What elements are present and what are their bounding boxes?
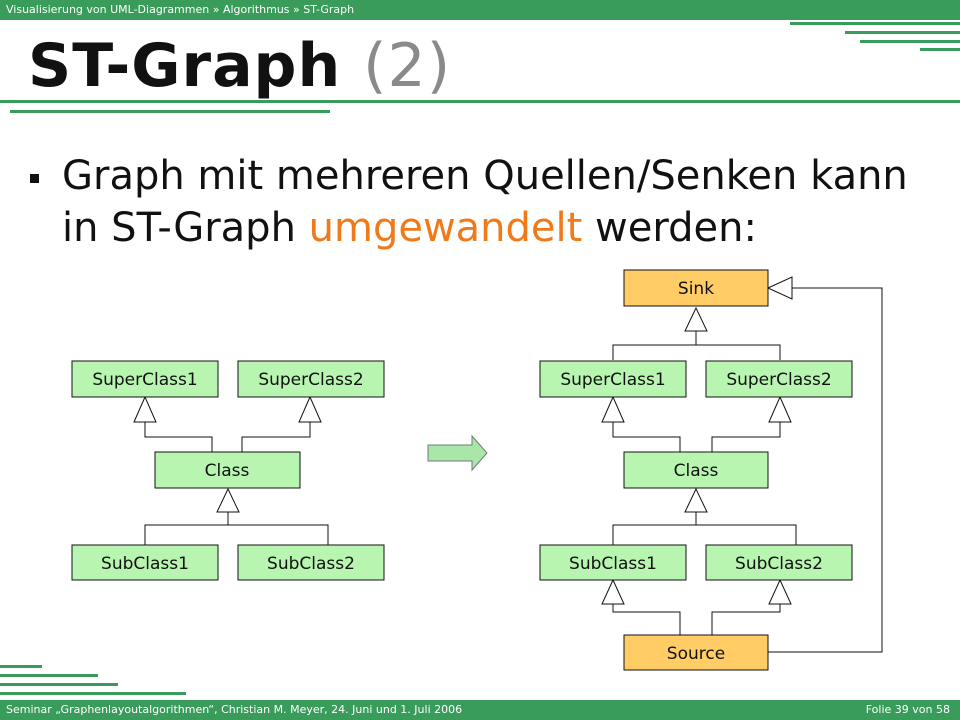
inheritance-line bbox=[144, 422, 213, 452]
page-title: ST-Graph (2) bbox=[28, 26, 451, 106]
inheritance-line bbox=[711, 604, 781, 635]
breadcrumb: Visualisierung von UML-Diagrammen » Algo… bbox=[6, 3, 355, 16]
subclass1-box bbox=[539, 544, 687, 581]
inheritance-arrow bbox=[768, 578, 792, 605]
inheritance-line bbox=[612, 604, 681, 635]
inheritance-arrow bbox=[298, 395, 322, 423]
superclass2-label: SuperClass2 bbox=[726, 370, 831, 390]
inheritance-arrow bbox=[766, 276, 793, 300]
superclass1-label: SuperClass1 bbox=[560, 370, 665, 390]
inheritance-line bbox=[612, 344, 781, 360]
subclass1-label: SubClass1 bbox=[101, 554, 189, 574]
inheritance-arrow bbox=[684, 487, 708, 513]
superclass1-label: SuperClass1 bbox=[92, 370, 197, 390]
superclass1-box bbox=[539, 360, 687, 398]
deco-line bbox=[920, 48, 960, 51]
sink-box bbox=[623, 269, 769, 307]
footer-bar: Seminar „Graphenlayoutalgorithmen“, Chri… bbox=[0, 700, 960, 720]
superclass2-box bbox=[237, 360, 385, 398]
class-box bbox=[623, 451, 769, 489]
inheritance-line bbox=[241, 422, 311, 452]
class-label: Class bbox=[205, 461, 250, 481]
subclass1-label: SubClass1 bbox=[569, 554, 657, 574]
class-label: Class bbox=[674, 461, 719, 481]
source-box bbox=[623, 634, 769, 671]
deco-line bbox=[860, 40, 960, 43]
inheritance-arrow bbox=[133, 395, 157, 423]
inheritance-line bbox=[612, 524, 797, 545]
superclass1-box bbox=[71, 360, 219, 398]
subclass1-box bbox=[71, 544, 219, 581]
sink-label: Sink bbox=[678, 279, 714, 299]
inheritance-arrow bbox=[684, 306, 708, 332]
transform-arrow-icon bbox=[427, 434, 488, 472]
title-underline bbox=[0, 100, 960, 103]
inheritance-arrow bbox=[601, 578, 625, 605]
superclass2-box bbox=[705, 360, 853, 398]
inheritance-arrow bbox=[216, 487, 240, 513]
deco-line bbox=[0, 692, 186, 695]
deco-line bbox=[10, 110, 330, 113]
title-main: ST-Graph bbox=[28, 31, 342, 101]
deco-line bbox=[0, 674, 98, 677]
bullet-text-after: werden: bbox=[582, 205, 757, 251]
inheritance-line bbox=[612, 422, 681, 452]
inheritance-line bbox=[768, 287, 883, 653]
subclass2-box bbox=[237, 544, 385, 581]
bullet-text-before: Graph mit mehreren Quellen/Senken kann i… bbox=[62, 153, 908, 251]
inheritance-arrow bbox=[768, 395, 792, 423]
bullet-text: Graph mit mehreren Quellen/Senken kann i… bbox=[62, 150, 922, 254]
inheritance-line bbox=[144, 524, 329, 545]
bullet-text-highlight: umgewandelt bbox=[308, 205, 583, 251]
superclass2-label: SuperClass2 bbox=[258, 370, 363, 390]
subclass2-label: SubClass2 bbox=[267, 554, 355, 574]
subclass2-box bbox=[705, 544, 853, 581]
inheritance-line bbox=[711, 422, 781, 452]
bullet-marker bbox=[30, 174, 39, 183]
footer-page: Folie 39 von 58 bbox=[865, 703, 950, 716]
source-label: Source bbox=[667, 644, 725, 664]
deco-line bbox=[845, 31, 960, 34]
deco-line bbox=[790, 22, 960, 25]
deco-line bbox=[0, 683, 118, 686]
breadcrumb-bar: Visualisierung von UML-Diagrammen » Algo… bbox=[0, 0, 960, 20]
subclass2-label: SubClass2 bbox=[735, 554, 823, 574]
inheritance-arrow bbox=[601, 395, 625, 423]
deco-line bbox=[0, 665, 42, 668]
footer-left: Seminar „Graphenlayoutalgorithmen“, Chri… bbox=[6, 703, 463, 716]
title-suffix: (2) bbox=[363, 31, 452, 101]
class-box bbox=[154, 451, 301, 489]
